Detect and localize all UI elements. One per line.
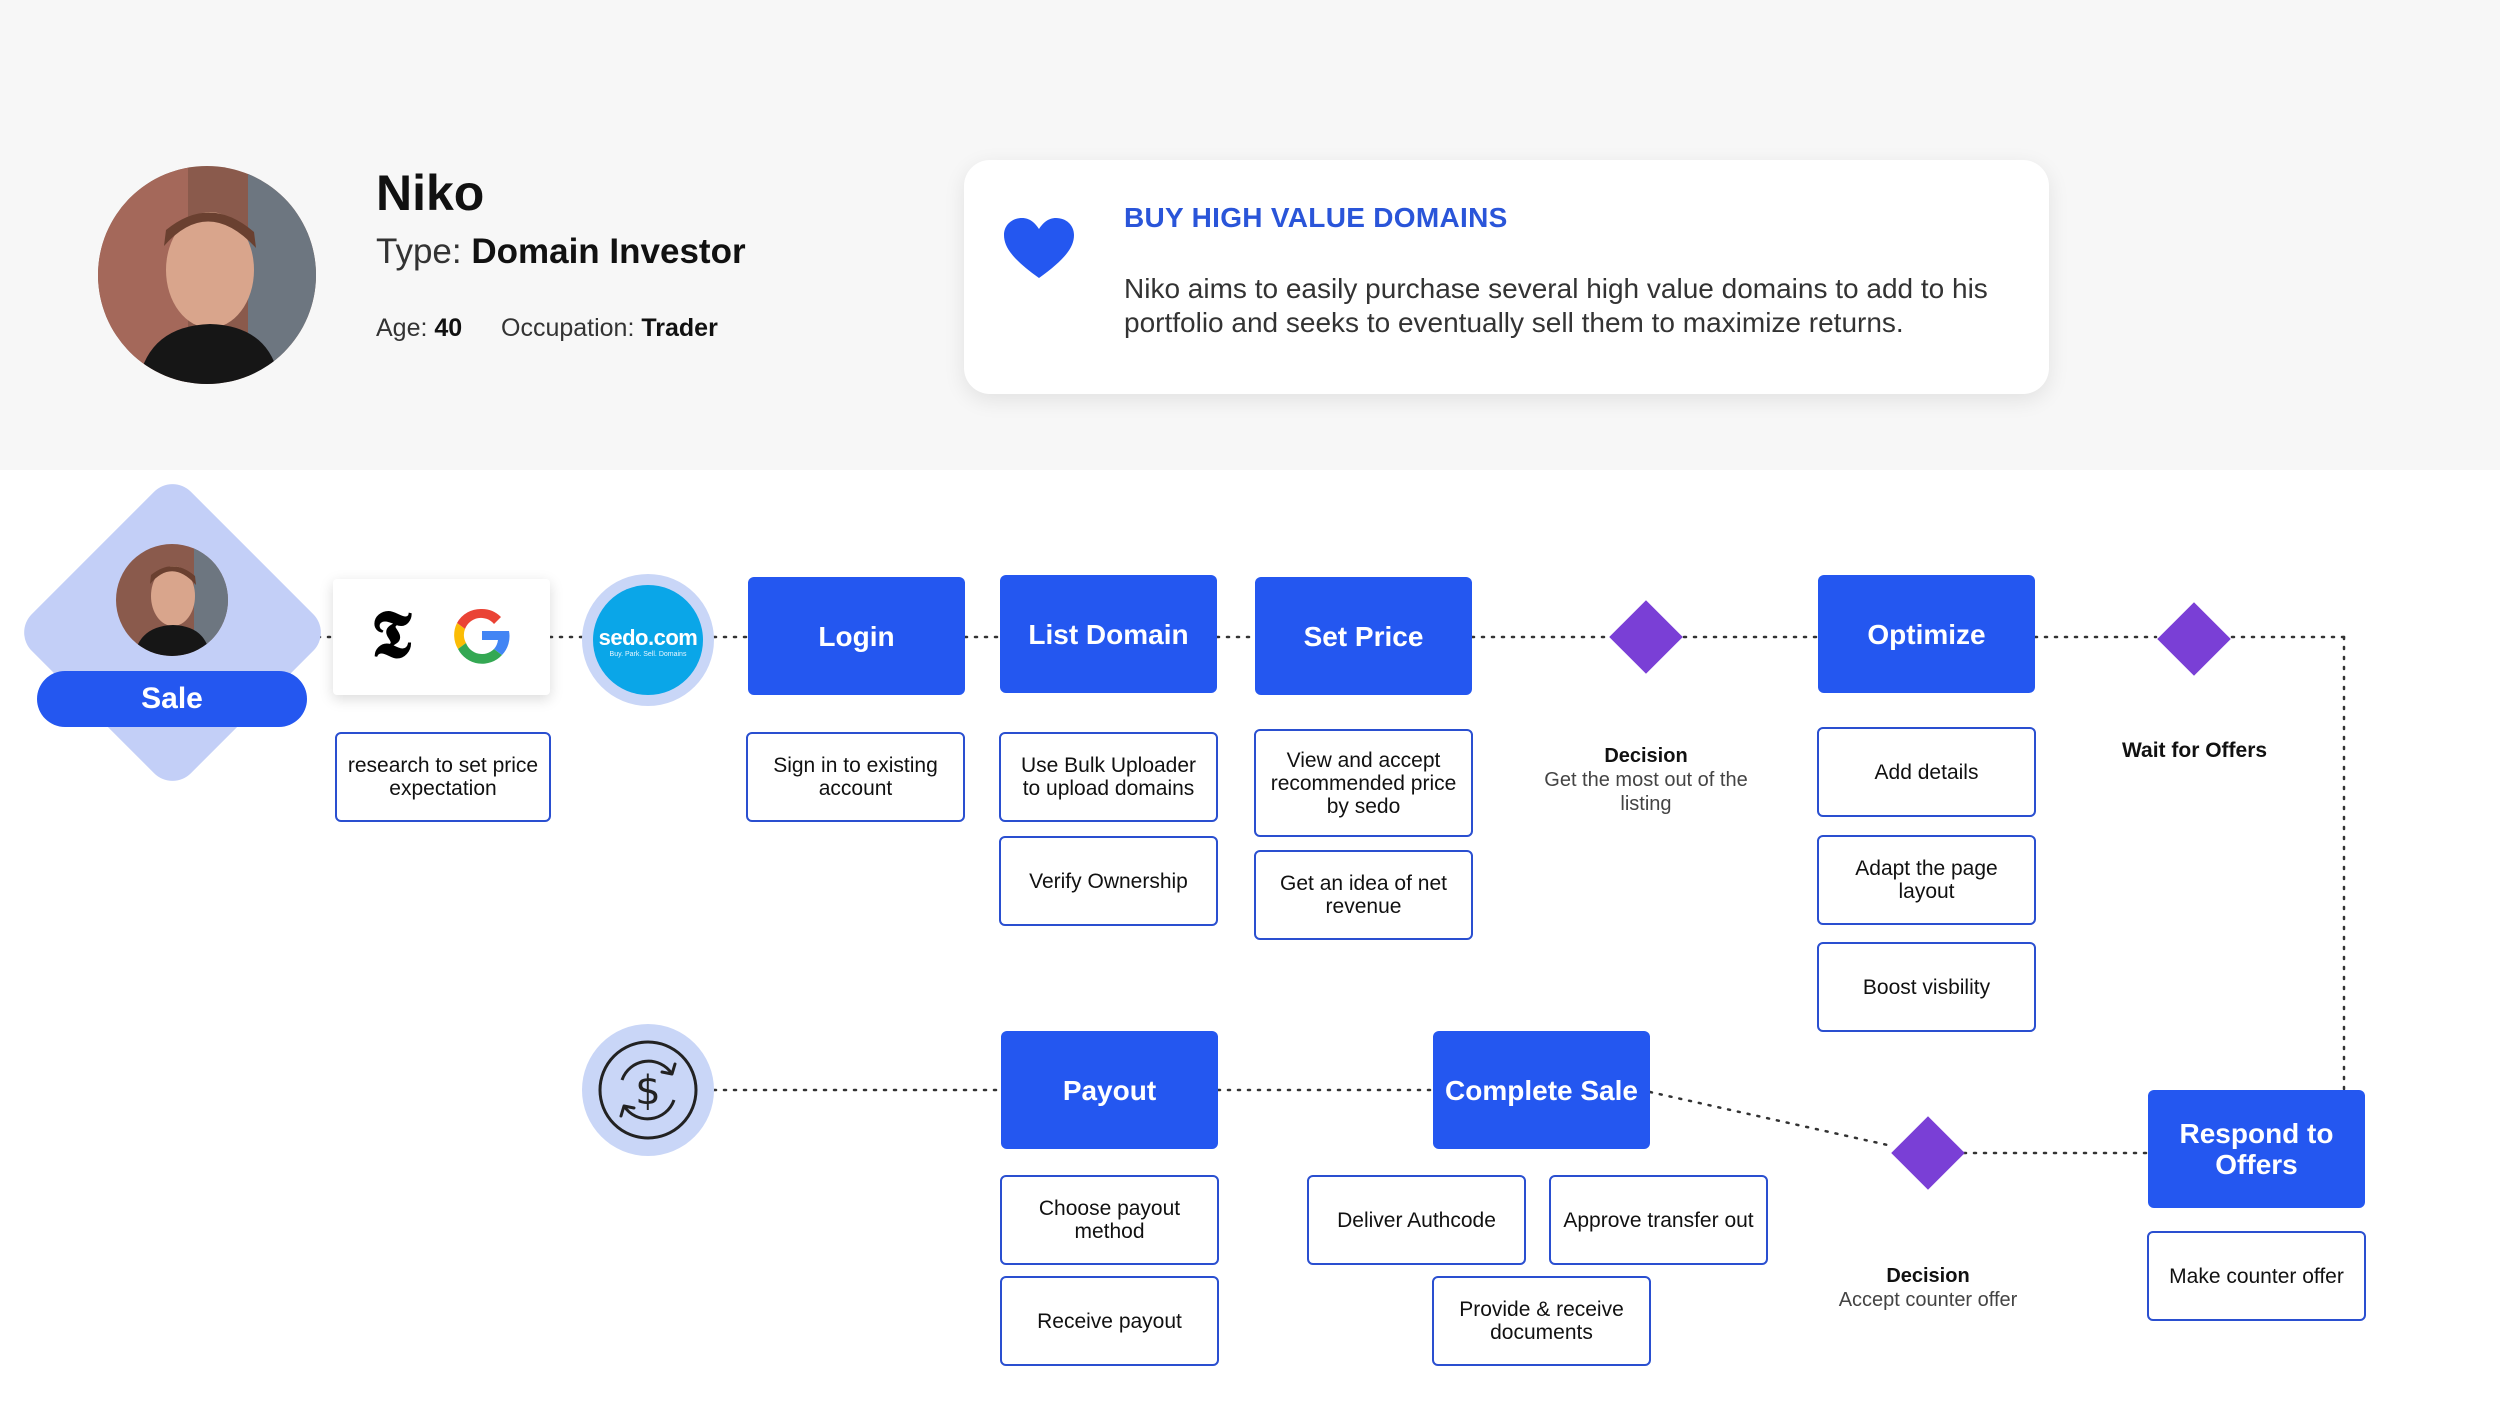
decision-counter-offer-label: Decision Accept counter offer [1808,1264,2048,1312]
sedo-disc: sedo.com Buy. Park. Sell. Domains [593,585,703,695]
persona-age: Age: 40 [376,314,462,343]
persona-type-value: Domain Investor [471,232,746,271]
list-domain-step-2: Verify Ownership [999,836,1218,926]
research-step: research to set price expectation [335,732,551,822]
goal-card: BUY HIGH VALUE DOMAINS Niko aims to easi… [964,160,2049,394]
complete-sale-step-2: Approve transfer out [1549,1175,1768,1265]
persona-occupation-value: Trader [641,314,718,342]
nyt-logo: 𝕿 [371,595,412,673]
payout-step-1: Choose payout method [1000,1175,1219,1265]
goal-title: BUY HIGH VALUE DOMAINS [1124,202,1508,233]
optimize-step-1: Add details [1817,727,2036,817]
complete-sale-step-1: Deliver Authcode [1307,1175,1526,1265]
decision-counter-offer-text: Accept counter offer [1838,1289,2018,1311]
sedo-tagline: Buy. Park. Sell. Domains [609,651,687,658]
svg-text:$: $ [635,1068,660,1114]
persona-occupation-label: Occupation: [501,314,635,342]
decision-listing-text: Get the most out of the listing [1544,769,1748,815]
stage-payout: Payout [1001,1031,1218,1149]
respond-step-1: Make counter offer [2147,1231,2366,1321]
payout-step-2: Receive payout [1000,1276,1219,1366]
stage-login: Login [748,577,965,695]
sedo-logo: sedo.com Buy. Park. Sell. Domains [582,574,714,706]
stage-optimize: Optimize [1818,575,2035,693]
persona-age-label: Age: [376,314,428,342]
complete-sale-step-3: Provide & receive documents [1432,1276,1651,1366]
persona-name: Niko [376,165,485,221]
stage-complete-sale: Complete Sale [1433,1031,1650,1149]
google-logo [451,605,513,672]
dollar-cycle-icon: $ [582,1024,714,1156]
persona-occupation: Occupation: Trader [501,314,718,343]
decision-listing-title: Decision [1604,745,1688,767]
persona-type: Type: Domain Investor [376,232,746,272]
sedo-brand-name: sedo.com [598,625,698,650]
optimize-step-2: Adapt the page layout [1817,835,2036,925]
stage-respond-to-offers: Respond to Offers [2148,1090,2365,1208]
persona-age-value: 40 [434,314,463,342]
wait-for-offers-label: Wait for Offers [2122,739,2268,762]
stage-list-domain: List Domain [1000,575,1217,693]
stage-set-price: Set Price [1255,577,1472,695]
decision-counter-offer-title: Decision [1886,1265,1970,1287]
heart-icon [1004,218,1074,285]
set-price-step-2: Get an idea of net revenue [1254,850,1473,940]
login-step-1: Sign in to existing account [746,732,965,822]
optimize-step-3: Boost visbility [1817,942,2036,1032]
sale-avatar [116,544,228,656]
set-price-step-1: View and accept recommended price by sed… [1254,729,1473,837]
research-sources-card: 𝕿 [333,579,550,695]
goal-text: Niko aims to easily purchase several hig… [1124,273,1988,338]
persona-type-label: Type: [376,232,462,271]
list-domain-step-1: Use Bulk Uploader to upload domains [999,732,1218,822]
start-sale-label: Sale [37,671,307,727]
decision-listing-label: Decision Get the most out of the listing [1530,744,1762,816]
